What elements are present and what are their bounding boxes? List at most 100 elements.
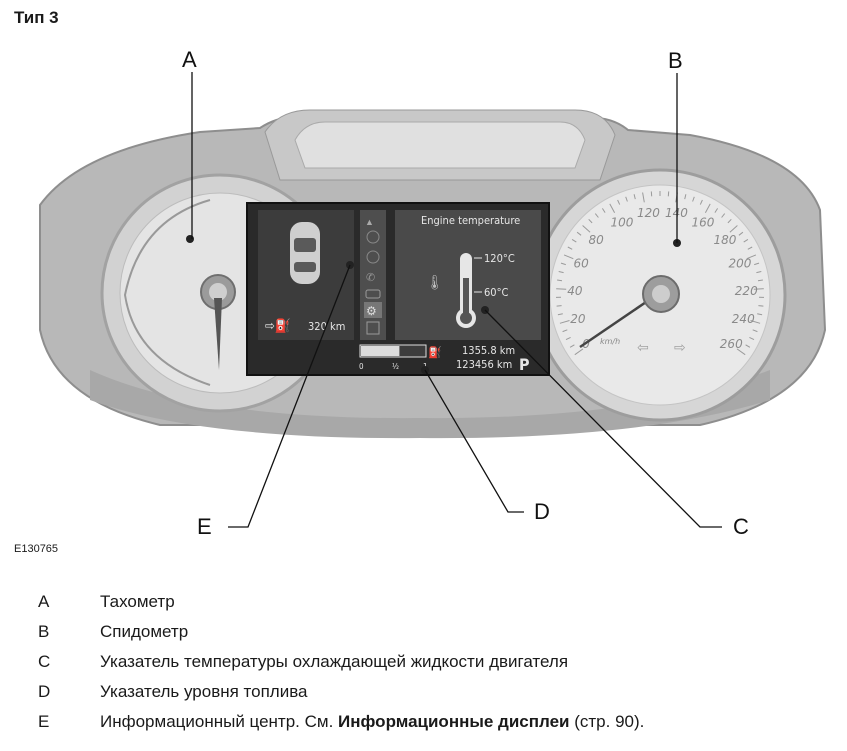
legend-item-b: B Спидометр	[38, 618, 838, 648]
speedo-label: 100	[611, 215, 634, 229]
speedo-tick	[757, 313, 763, 316]
speedo-tick	[729, 225, 738, 233]
speedo-tick	[556, 288, 567, 290]
legend-text: Информационный центр. См. Информационные…	[100, 708, 644, 736]
speedo-tick	[758, 305, 764, 307]
temp-low-label: 60°C	[484, 286, 509, 299]
panel-title: Engine temperature	[421, 214, 520, 227]
phone-icon: ✆	[366, 272, 375, 284]
speedo-tick	[558, 271, 564, 274]
callout-e: E	[197, 514, 212, 539]
speedo-tick	[625, 196, 628, 202]
speedo-tick	[557, 279, 563, 282]
speedo-tick	[569, 344, 575, 348]
legend-text-after: (стр. 90).	[569, 712, 645, 731]
fuel-scale-empty: 0	[359, 362, 364, 371]
settings-gear-icon: ⚙	[366, 304, 377, 318]
speedo-tick	[560, 262, 566, 266]
speedo-tick	[692, 196, 695, 202]
turn-left-arrow-icon: ⇦	[637, 339, 649, 355]
legend-item-c: C Указатель температуры охлаждающей жидк…	[38, 648, 838, 678]
speedo-label: 200	[729, 257, 752, 271]
speedo-tick	[571, 238, 577, 243]
speedo-tick	[704, 203, 711, 213]
cross-reference-link[interactable]: Информационные дисплеи	[338, 712, 570, 731]
legend-text: Тахометр	[100, 592, 175, 611]
information-display: ⇨⛽ 320 km ▲ ✆ ⚙ Engine temperature 🌡 120…	[246, 202, 550, 376]
cluster-lower-bezel	[90, 370, 770, 439]
instrument-cluster-figure: 020406080100120140160180200220240260 km/…	[39, 47, 827, 539]
speedo-tick	[721, 213, 726, 218]
odometer-value: 123456 km	[456, 358, 512, 371]
speedo-label: 260	[720, 337, 743, 351]
speedo-tick	[582, 225, 591, 233]
thermometer-icon	[456, 253, 482, 328]
speedo-tick	[746, 254, 757, 260]
legend-item-d: D Указатель уровня топлива	[38, 678, 838, 708]
callout-a: A	[182, 47, 197, 72]
legend-item-a: A Тахометр	[38, 588, 838, 618]
menu-arrow-up-icon: ▲	[365, 217, 374, 227]
speedo-tick	[756, 271, 762, 274]
legend-text-before: Информационный центр. См.	[100, 712, 339, 731]
legend-list: A Тахометр B Спидометр C Указатель темпе…	[38, 588, 838, 738]
gear-indicator: P	[519, 355, 530, 374]
figure-code: E130765	[14, 543, 59, 555]
speedo-tick	[736, 348, 746, 356]
speedo-tick	[743, 238, 749, 243]
temp-high-label: 120°C	[484, 252, 515, 265]
legend-text: Указатель температуры охлаждающей жидкос…	[100, 652, 569, 671]
speedo-label: 120	[637, 206, 660, 220]
legend-key: B	[38, 622, 50, 641]
legend-key: A	[38, 592, 50, 611]
trip-value: 1355.8 km	[462, 344, 515, 357]
speedo-tick	[562, 329, 568, 333]
speedo-tick	[727, 218, 732, 224]
speedo-tick	[752, 329, 758, 333]
speedo-label: 160	[692, 215, 715, 229]
speedo-tick	[745, 344, 751, 348]
speedo-label: 80	[589, 233, 605, 247]
speedo-tick	[699, 199, 703, 205]
turn-right-arrow-icon: ⇨	[674, 339, 686, 355]
vehicle-icon	[290, 222, 320, 284]
speedo-label: 180	[714, 233, 737, 247]
speedo-tick	[574, 348, 584, 356]
speedo-tick	[738, 231, 744, 236]
speedo-tick	[565, 336, 571, 341]
callout-b: B	[668, 48, 683, 73]
speedo-tick	[557, 313, 563, 316]
coolant-temperature-icon: 🌡	[426, 274, 444, 290]
speedo-tick	[714, 208, 719, 213]
speedo-tick	[747, 246, 753, 250]
speedo-tick	[750, 320, 761, 324]
speedo-tick	[576, 231, 582, 236]
callout-leader-lines	[191, 72, 722, 528]
speedo-label: 20	[570, 312, 586, 326]
fuel-level-fill	[361, 346, 400, 356]
speedo-unit-label: km/h	[600, 337, 620, 346]
speedo-label: 240	[732, 312, 755, 326]
speedo-tick	[559, 320, 570, 324]
speedo-tick	[567, 246, 573, 250]
speedo-tick	[594, 213, 599, 218]
legend-item-e: E Информационный центр. См. Информационн…	[38, 708, 838, 738]
callout-c: C	[733, 514, 749, 539]
speedo-tick	[642, 192, 645, 203]
callout-d: D	[534, 499, 550, 524]
fuel-pump-icon: ⛽	[428, 346, 442, 359]
speedo-tick	[601, 208, 606, 213]
speedo-tick	[617, 199, 621, 205]
legend-key: C	[38, 652, 51, 671]
fuel-scale-half: ½	[392, 362, 399, 371]
speedo-tick	[757, 279, 763, 282]
legend-text: Указатель уровня топлива	[100, 682, 308, 701]
speedo-tick	[563, 254, 574, 260]
visor-window	[294, 121, 586, 169]
speedo-tick	[633, 194, 636, 200]
speedo-tick	[753, 288, 764, 290]
legend-text: Спидометр	[100, 622, 189, 641]
speedo-tick	[684, 194, 687, 200]
page-title: Тип 3	[14, 8, 59, 27]
speedometer: 020406080100120140160180200220240260 km/…	[533, 168, 787, 422]
